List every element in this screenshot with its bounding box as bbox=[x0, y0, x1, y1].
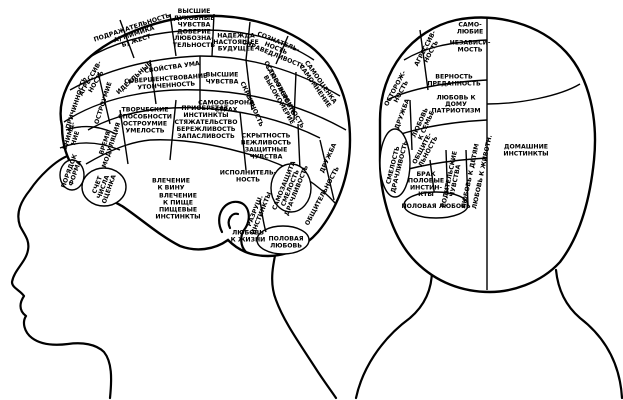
side-label-line: СКРЫТНОСТЬ bbox=[242, 133, 291, 140]
back-label-line: МОСТЬ bbox=[458, 46, 483, 53]
side-brow-zones bbox=[59, 125, 127, 207]
side-label-ispolnit: ИСПОЛНИТЕЛЬ-НОСТЬ bbox=[220, 170, 277, 184]
back-label-line: ПОЛОВАЯ ЛЮБОВЬ bbox=[401, 203, 470, 210]
back-label-line: ИНСТИНКТЫ bbox=[503, 150, 548, 157]
back-label-line: ЛЮБИЕ bbox=[457, 28, 484, 35]
back-label-line: ИНСТИН- bbox=[410, 184, 442, 191]
side-label-line: ВЛЕЧЕНИЕ bbox=[152, 178, 190, 185]
side-label-line: ДОВЕРИЕ bbox=[177, 28, 211, 35]
side-label-line: СТЯЖАТЕЛЬСТВО bbox=[175, 119, 238, 126]
side-ear bbox=[218, 200, 250, 254]
side-label-line: НАСТОЯЩЕЕ bbox=[213, 39, 258, 46]
side-label-line: ВЛЕЧЕНИЕ bbox=[159, 193, 197, 200]
back-label-line: ДОМУ bbox=[445, 101, 467, 108]
side-label-line: ДУХОВНЫЕ bbox=[174, 15, 215, 22]
back-label-line: САМО- bbox=[458, 22, 482, 29]
side-label-line: ВЕЖЛИВОСТЬ bbox=[241, 140, 292, 147]
side-label-line: НОСТЬ bbox=[236, 176, 260, 183]
side-label-samozashchita: САМОЗАЩИТАСМЕЛОСТЬДРАЧЛИВОСТЬ bbox=[271, 159, 310, 217]
back-label-line: БРАК bbox=[416, 171, 435, 178]
back-label-nezavisimost: НЕЗАВИСИ-МОСТЬ bbox=[450, 40, 491, 54]
side-label-line: СПОСОБНОСТИ bbox=[118, 114, 172, 121]
side-label-line: ЛЮБОВЬ bbox=[270, 242, 302, 249]
side-label-line: НАДЕЖДА bbox=[217, 32, 255, 39]
side-label-line: ОСТРОУМИЕ bbox=[123, 120, 167, 127]
side-label-line: УМЕЛОСТЬ bbox=[125, 127, 164, 134]
side-label-line: НИЕ bbox=[70, 130, 81, 146]
side-label-line: ЗАЩИТНЫЕ bbox=[245, 146, 288, 153]
side-label-line: ВЫСШИЕ bbox=[206, 72, 239, 79]
back-label-samolyubie: САМО-ЛЮБИЕ bbox=[457, 22, 484, 36]
side-head-outline bbox=[10, 153, 338, 400]
side-label-line: САМООБОРОНА bbox=[198, 100, 254, 107]
back-label-line: ПРЕДАННОСТЬ bbox=[427, 80, 481, 87]
back-label-polovaya: ПОЛОВАЯ ЛЮБОВЬ bbox=[401, 203, 470, 210]
side-label-line: ЧУВСТВА bbox=[250, 153, 283, 160]
back-label-line: КТЫ bbox=[418, 191, 434, 198]
side-label-line: ЧУВСТВА bbox=[206, 78, 239, 85]
back-outline bbox=[354, 268, 623, 400]
side-label-line: БУДУЩЕЕ bbox=[218, 46, 254, 53]
back-label-line: ДОМАШНИЕ bbox=[504, 144, 548, 151]
back-lower-zones bbox=[379, 128, 469, 219]
side-label-line: ТЕЛЬНОСТЬ bbox=[173, 42, 216, 49]
side-label-line: ПОЛОВАЯ bbox=[268, 236, 303, 243]
side-label-line: СТРАХ bbox=[215, 106, 238, 113]
side-label-line: К ВИНУ bbox=[157, 184, 184, 191]
side-label-line: К ЖИЗНИ bbox=[231, 236, 266, 243]
back-label-line: НЕЗАВИСИ- bbox=[450, 40, 491, 47]
side-label-line: ПИЩЕВЫЕ bbox=[159, 206, 197, 213]
side-nape-zones bbox=[256, 163, 312, 255]
back-label-line: ЛЮБОВЬ К bbox=[436, 94, 475, 101]
back-label-line: ПОЛОВЫЕ bbox=[408, 178, 444, 185]
side-divisions bbox=[63, 13, 347, 205]
side-label-line: К ПИЩЕ bbox=[163, 200, 193, 207]
side-label-line: ЗАПАСЛИВОСТЬ bbox=[177, 133, 235, 140]
side-label-line: ПРИОБРЕТАТ. bbox=[181, 105, 230, 112]
side-label-line: ЛЮБОЗНА- bbox=[174, 35, 214, 42]
side-label-line: БЕРЕЖЛИВОСТЬ bbox=[176, 126, 235, 133]
side-label-line: ЛЮБОВЬ bbox=[232, 230, 264, 237]
side-label-line: ТВОРЧЕСКИЕ bbox=[122, 107, 169, 114]
side-label-line: ИНСТИНКТЫ bbox=[183, 112, 228, 119]
side-label-line: УТОНЧЕННОСТЬ bbox=[137, 80, 195, 91]
side-label-line: ИНСТИНКТЫ bbox=[155, 213, 200, 220]
side-label-line: ИСПОЛНИТЕЛЬ- bbox=[220, 170, 277, 177]
side-label-line: ВЫСШИЕ bbox=[178, 8, 211, 15]
back-label-line: ВЕРНОСТЬ bbox=[435, 74, 473, 81]
back-label-line: ПАТРИОТИЗМ bbox=[431, 108, 480, 115]
side-label-line: ЧУВСТВА bbox=[178, 22, 211, 29]
